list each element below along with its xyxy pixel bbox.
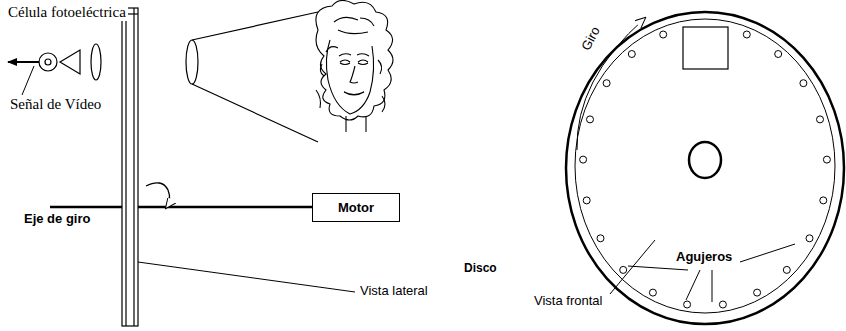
- disk-hole: [583, 197, 590, 204]
- holes-label: Agujeros: [674, 250, 734, 265]
- disk-hole: [649, 289, 656, 296]
- disk-hole: [775, 51, 782, 58]
- disk-hole: [823, 156, 830, 163]
- disk-hole: [820, 197, 827, 204]
- motor-text: Motor: [338, 200, 374, 215]
- disk-hole: [597, 235, 604, 242]
- disk-hole: [684, 301, 691, 308]
- disk-hole: [628, 51, 635, 58]
- rotation-label: Giro: [578, 23, 605, 55]
- disk-hole: [817, 116, 824, 123]
- shaft-label: Eje de giro: [22, 212, 92, 227]
- disk-label: Disco: [462, 262, 499, 276]
- disk-hole: [783, 266, 790, 273]
- disk-hole: [754, 289, 761, 296]
- front-view-label: Vista frontal: [532, 294, 604, 309]
- motor-box: Motor: [312, 193, 400, 222]
- disk-hole: [719, 301, 726, 308]
- cell-label: Célula fotoeléctrica: [6, 4, 128, 21]
- signal-label: Señal de Vídeo: [8, 96, 103, 113]
- disk-hole: [620, 266, 627, 273]
- disk-hole: [743, 31, 750, 38]
- disk-hole: [580, 156, 587, 163]
- disk-hole: [660, 31, 667, 38]
- disk-hole: [603, 80, 610, 87]
- disk-hole: [806, 235, 813, 242]
- disk-hole: [587, 116, 594, 123]
- side-view-label: Vista lateral: [358, 284, 430, 299]
- disk-hole: [800, 80, 807, 87]
